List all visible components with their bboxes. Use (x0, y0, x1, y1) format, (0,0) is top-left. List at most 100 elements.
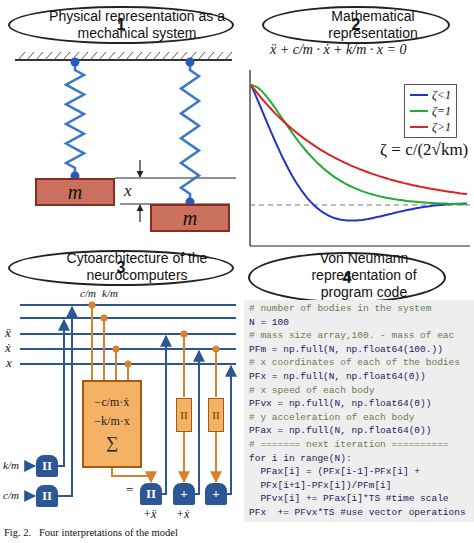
operator-block: + (173, 483, 195, 505)
ceiling (15, 59, 232, 61)
operator-label: = (126, 482, 133, 498)
axis (249, 70, 250, 246)
panel-title: Von Neumann representation of program co… (284, 250, 444, 301)
hatch-stroke (126, 52, 133, 60)
spring (66, 60, 84, 178)
dimension-arrow (139, 160, 140, 177)
guide-line (115, 178, 236, 179)
code-line: # number of bodies in the system (249, 302, 469, 316)
code-line: # x coordinates of each of the bodies (249, 356, 469, 370)
hatch-stroke (162, 52, 169, 60)
node-text: II (146, 486, 156, 502)
code-line: PFax[i] = (PFx[i-1]-PFx[i] + (249, 465, 469, 479)
bus-lines (20, 305, 236, 364)
node-text: m (68, 181, 82, 204)
signal-name: k/m (102, 287, 118, 299)
joint-dot (71, 58, 80, 67)
node-text: −c/m·ẋ (95, 395, 130, 410)
hatch-stroke (108, 52, 115, 60)
hatch-stroke (18, 52, 25, 60)
hatch-stroke (90, 52, 97, 60)
response-curve (251, 85, 467, 194)
hatch-stroke (171, 52, 178, 60)
panel-title: Mathematical representation (298, 8, 448, 42)
code-line: PFx += PFvx*TS #use vector operations (249, 506, 469, 520)
hatch-stroke (207, 52, 214, 60)
code-line: # x speed of each body (249, 384, 469, 398)
node-text: II (42, 458, 52, 474)
legend-row: ζ=1 (410, 103, 451, 119)
hatch-stroke (36, 52, 43, 60)
hatch-stroke (45, 52, 52, 60)
code-line: # y acceleration of each body (249, 411, 469, 425)
equation: ẍ + c/m · ẋ + k/m · x = 0 (270, 42, 406, 58)
hatch-stroke (216, 52, 223, 60)
node-text: + (212, 486, 219, 502)
hatch-stroke (180, 52, 187, 60)
dimension-label: x (124, 181, 132, 201)
legend-line (410, 94, 428, 96)
legend-row: ζ>1 (410, 119, 451, 135)
legend-text: ζ>1 (432, 120, 451, 135)
node-text: −k/m·x (94, 414, 129, 429)
hatch-stroke (81, 52, 88, 60)
summing-neuron: −c/m·ẋ −k/m·x ∑ (82, 380, 142, 468)
mass-block: m (150, 204, 230, 232)
code-line: PFx = np.full(N, np.float64(0)) (249, 370, 469, 384)
ceiling-hatch (18, 52, 232, 60)
code-line: PFax = np.full(N, np.float64(0)) (249, 424, 469, 438)
feedback-wires (27, 307, 231, 496)
legend-row: ζ<1 (410, 87, 451, 103)
operator-label: +ẋ (176, 507, 189, 522)
hatch-stroke (63, 52, 70, 60)
axis (250, 245, 470, 246)
hatch-stroke (54, 52, 61, 60)
legend-sample (410, 123, 428, 131)
code-listing: # number of bodies in the systemN = 100#… (244, 300, 474, 522)
damping-formula: ζ = c/(2√km) (380, 140, 468, 160)
code-line: for i in range(N): (249, 452, 469, 466)
multiplier-cell: II (208, 398, 224, 432)
node-text: II (42, 488, 52, 504)
code-line: # mass size array,100. - mass of eac (249, 329, 469, 343)
hatch-stroke (117, 52, 124, 60)
operator-block: + (205, 483, 227, 505)
legend: ζ<1ζ=1ζ>1 (404, 84, 457, 138)
signal-name: c/m (3, 489, 19, 501)
joint-dot (186, 58, 195, 67)
hatch-stroke (198, 52, 205, 60)
panel-number: 3Cytoarchitecture of the neurocomputers (8, 250, 234, 286)
hatch-stroke (135, 52, 142, 60)
bus-name: ẍ (5, 325, 11, 341)
operator-label: +ẍ (143, 507, 156, 522)
bus-name: ẋ (5, 340, 11, 356)
hatch-stroke (153, 52, 160, 60)
panel-title: Physical representation as a mechanical … (42, 8, 232, 42)
panel-number: 4Von Neumann representation of program c… (248, 252, 446, 303)
panel-number: 1Physical representation as a mechanical… (8, 6, 234, 44)
node-text: + (180, 486, 187, 502)
dimension-arrow (139, 205, 140, 222)
code-line: N = 100 (249, 316, 469, 330)
legend-sample (410, 91, 428, 99)
figure-caption: Fig. 2. Four interpretations of the mode… (4, 527, 178, 538)
legend-sample (410, 107, 428, 115)
code-line: PFx[i+1]-PFx[i])/PFm[i] (249, 479, 469, 493)
node-text: ∑ (106, 433, 118, 453)
node-text: II (212, 409, 219, 421)
hatch-stroke (27, 52, 34, 60)
operator-block: II (140, 483, 162, 505)
code-line: PFvx = np.full(N, np.float64(0)) (249, 397, 469, 411)
bus-name: x (6, 355, 12, 371)
signal-name: k/m (3, 459, 19, 471)
operator-block: II (36, 455, 58, 477)
operator-block: II (36, 485, 58, 507)
spring (181, 60, 199, 204)
code-line: # ======= next iteration ========== (249, 438, 469, 452)
node-text: II (180, 409, 187, 421)
legend-line (410, 110, 428, 112)
panel-title: Cytoarchitecture of the neurocomputers (42, 250, 232, 284)
hatch-stroke (144, 52, 151, 60)
mass-block: m (35, 178, 115, 206)
